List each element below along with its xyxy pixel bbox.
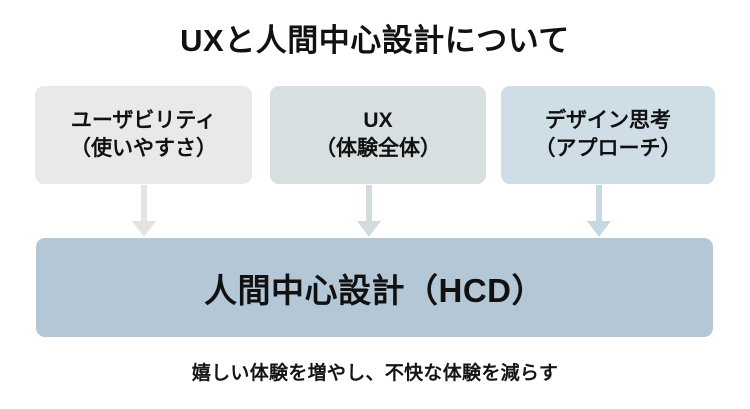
concept-box-design-thinking: デザイン思考 （アプローチ） xyxy=(501,86,715,184)
concept-label-primary: ユーザビリティ xyxy=(70,108,217,132)
concept-box-row: ユーザビリティ （使いやすさ） UX （体験全体） デザイン思考 （アプローチ） xyxy=(35,86,715,184)
caption-text: 嬉しい体験を増やし、不快な体験を減らす xyxy=(191,363,559,384)
result-label: 人間中心設計（HCD） xyxy=(204,271,545,309)
concept-box-ux: UX （体験全体） xyxy=(270,86,486,184)
concept-label-primary: UX xyxy=(363,108,393,132)
concept-box-usability: ユーザビリティ （使いやすさ） xyxy=(35,86,252,184)
arrow-down-icon-ux xyxy=(355,185,383,239)
arrow-down-icon-design-thinking xyxy=(585,185,613,239)
arrow-down-icon-usability xyxy=(130,185,158,239)
result-box-hcd: 人間中心設計（HCD） xyxy=(36,238,713,337)
concept-label-secondary: （体験全体） xyxy=(315,137,441,160)
page-title: UXと人間中心設計について xyxy=(180,23,570,58)
concept-label-primary: デザイン思考 xyxy=(545,108,671,132)
concept-label-secondary: （アプローチ） xyxy=(534,137,682,160)
concept-label-secondary: （使いやすさ） xyxy=(70,137,217,160)
